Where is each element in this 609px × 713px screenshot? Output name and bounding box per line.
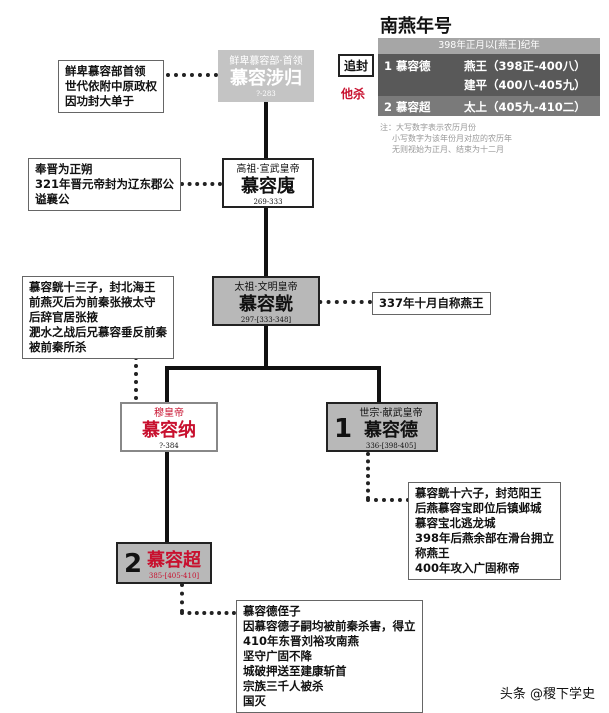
ruler-number: 2 [124,549,143,579]
dotted-chao-note [180,583,184,613]
dotted-hui-note [180,182,222,186]
legend-row-de: 1 慕容德 燕王（398正-400八） 建平（400八-405九） [378,54,600,96]
note-line: 因功封大单于 [65,94,134,108]
line-branch-horizontal [165,366,381,370]
legend-era: 燕王（398正-400八） [464,59,586,73]
node-years: 297-[333-348] [240,316,292,324]
note-line: 后燕慕容宝即位后镇邺城 [415,501,542,515]
note-line: 337年十月自称燕王 [379,296,484,310]
note-line: 坚守广固不降 [243,649,312,663]
node-name: 慕容纳 [142,420,196,441]
note-line: 400年攻入广固称帝 [415,561,520,575]
note-line: 宗族三千人被杀 [243,679,324,693]
node-name: 慕容德 [364,420,418,441]
note-huang: 337年十月自称燕王 [372,292,491,315]
dotted-de-note [366,452,370,500]
dotted-de-note-h [366,498,410,502]
node-years: ?-283 [256,90,276,98]
note-line: 奉晋为正朔 [35,162,93,176]
note-line: 国灭 [243,694,266,708]
legend-title: 南燕年号 [380,16,452,37]
note-line: 鲜卑慕容部首领 [65,64,146,78]
dotted-shegui-note [166,73,218,77]
node-name: 慕容皝 [239,294,293,315]
note-line: 城破押送至建康斩首 [243,664,347,678]
note-line: 慕容皝十三子，封北海王 [29,280,156,294]
killed-tag: 他杀 [341,87,366,101]
legend-header: 398年正月以[燕王]纪年 [378,38,600,54]
note-line: 被前秦所杀 [29,340,87,354]
line-na-chao [165,452,169,542]
posthumous-tag: 追封 [338,54,375,77]
note-line: 慕容德侄子 [243,604,301,618]
dotted-chao-note-h [180,611,236,615]
note-line: 前燕灭后为前秦张掖太守 [29,295,156,309]
note-line: 398年后燕余部在滑台拥立 [415,531,555,545]
node-name: 慕容涉归 [230,68,302,89]
legend-note-line: 无则视始为正月、结束为十二月 [392,145,504,154]
legend-note: 注：大写数字表示农历月份 小写数字为该年份月对应的农历年 无则视始为正月、结束为… [380,122,512,155]
node-murong-huang: 太祖·文明皇帝 慕容皝 297-[333-348] [212,276,320,326]
dotted-na-note [134,356,138,400]
node-murong-de: 1 世宗·献武皇帝 慕容德 336-[398-405] [326,402,438,452]
line-branch-na [165,366,169,402]
note-line: 谥襄公 [35,192,70,206]
node-title: 鲜卑慕容部·首领 [229,56,303,67]
node-murong-hui: 高祖·宣武皇帝 慕容廆 269-333 [222,158,314,208]
node-years: 385-[405-410] [148,572,200,580]
dotted-huang-note [310,300,372,304]
note-line: 后辞官居张掖 [29,310,98,324]
legend-era: 太上（405九-410二） [464,100,586,114]
note-line: 因慕容德子嗣均被前秦杀害，得立 [243,619,416,633]
line-shegui-hui [264,102,268,158]
legend-note-line: 小写数字为该年份月对应的农历年 [392,134,512,143]
line-huang-branch [264,326,268,368]
line-hui-huang [264,208,268,276]
legend-era: 建平（400八-405九） [464,78,586,92]
legend-ruler: 2 慕容超 [384,100,431,114]
legend-note-line: 注：大写数字表示农历月份 [380,123,476,132]
note-line: 410年东晋刘裕攻南燕 [243,634,360,648]
note-line: 321年晋元帝封为辽东郡公 [35,177,175,191]
note-line: 世代依附中原政权 [65,79,157,93]
legend-ruler: 1 慕容德 [384,59,431,73]
note-line: 称燕王 [415,546,450,560]
line-branch-de [377,366,381,402]
note-line: 淝水之战后兄慕容垂反前秦 [29,325,167,339]
ruler-number: 1 [334,414,353,444]
node-title: 世宗·献武皇帝 [359,408,423,419]
node-name: 慕容超 [147,550,201,571]
watermark: 头条 @稷下学史 [499,687,595,702]
node-title: 太祖·文明皇帝 [234,282,298,293]
node-years: 336-[398-405] [365,442,417,450]
node-title: 穆皇帝 [154,408,184,419]
node-murong-shegui: 鲜卑慕容部·首领 慕容涉归 ?-283 [218,50,314,102]
node-years: ?-384 [159,442,179,450]
legend-row-chao: 2 慕容超 太上（405九-410二） [378,96,600,116]
node-title: 高祖·宣武皇帝 [236,164,300,175]
note-shegui: 鲜卑慕容部首领世代依附中原政权因功封大单于 [58,60,164,113]
node-years: 269-333 [253,198,283,206]
note-na: 慕容皝十三子，封北海王前燕灭后为前秦张掖太守后辞官居张掖淝水之战后兄慕容垂反前秦… [22,276,174,359]
node-name: 慕容廆 [241,176,295,197]
node-murong-na: 穆皇帝 慕容纳 ?-384 [120,402,218,452]
note-line: 慕容皝十六子，封范阳王 [415,486,542,500]
note-line: 慕容宝北逃龙城 [415,516,496,530]
node-murong-chao: 2 慕容超 385-[405-410] [116,542,212,584]
